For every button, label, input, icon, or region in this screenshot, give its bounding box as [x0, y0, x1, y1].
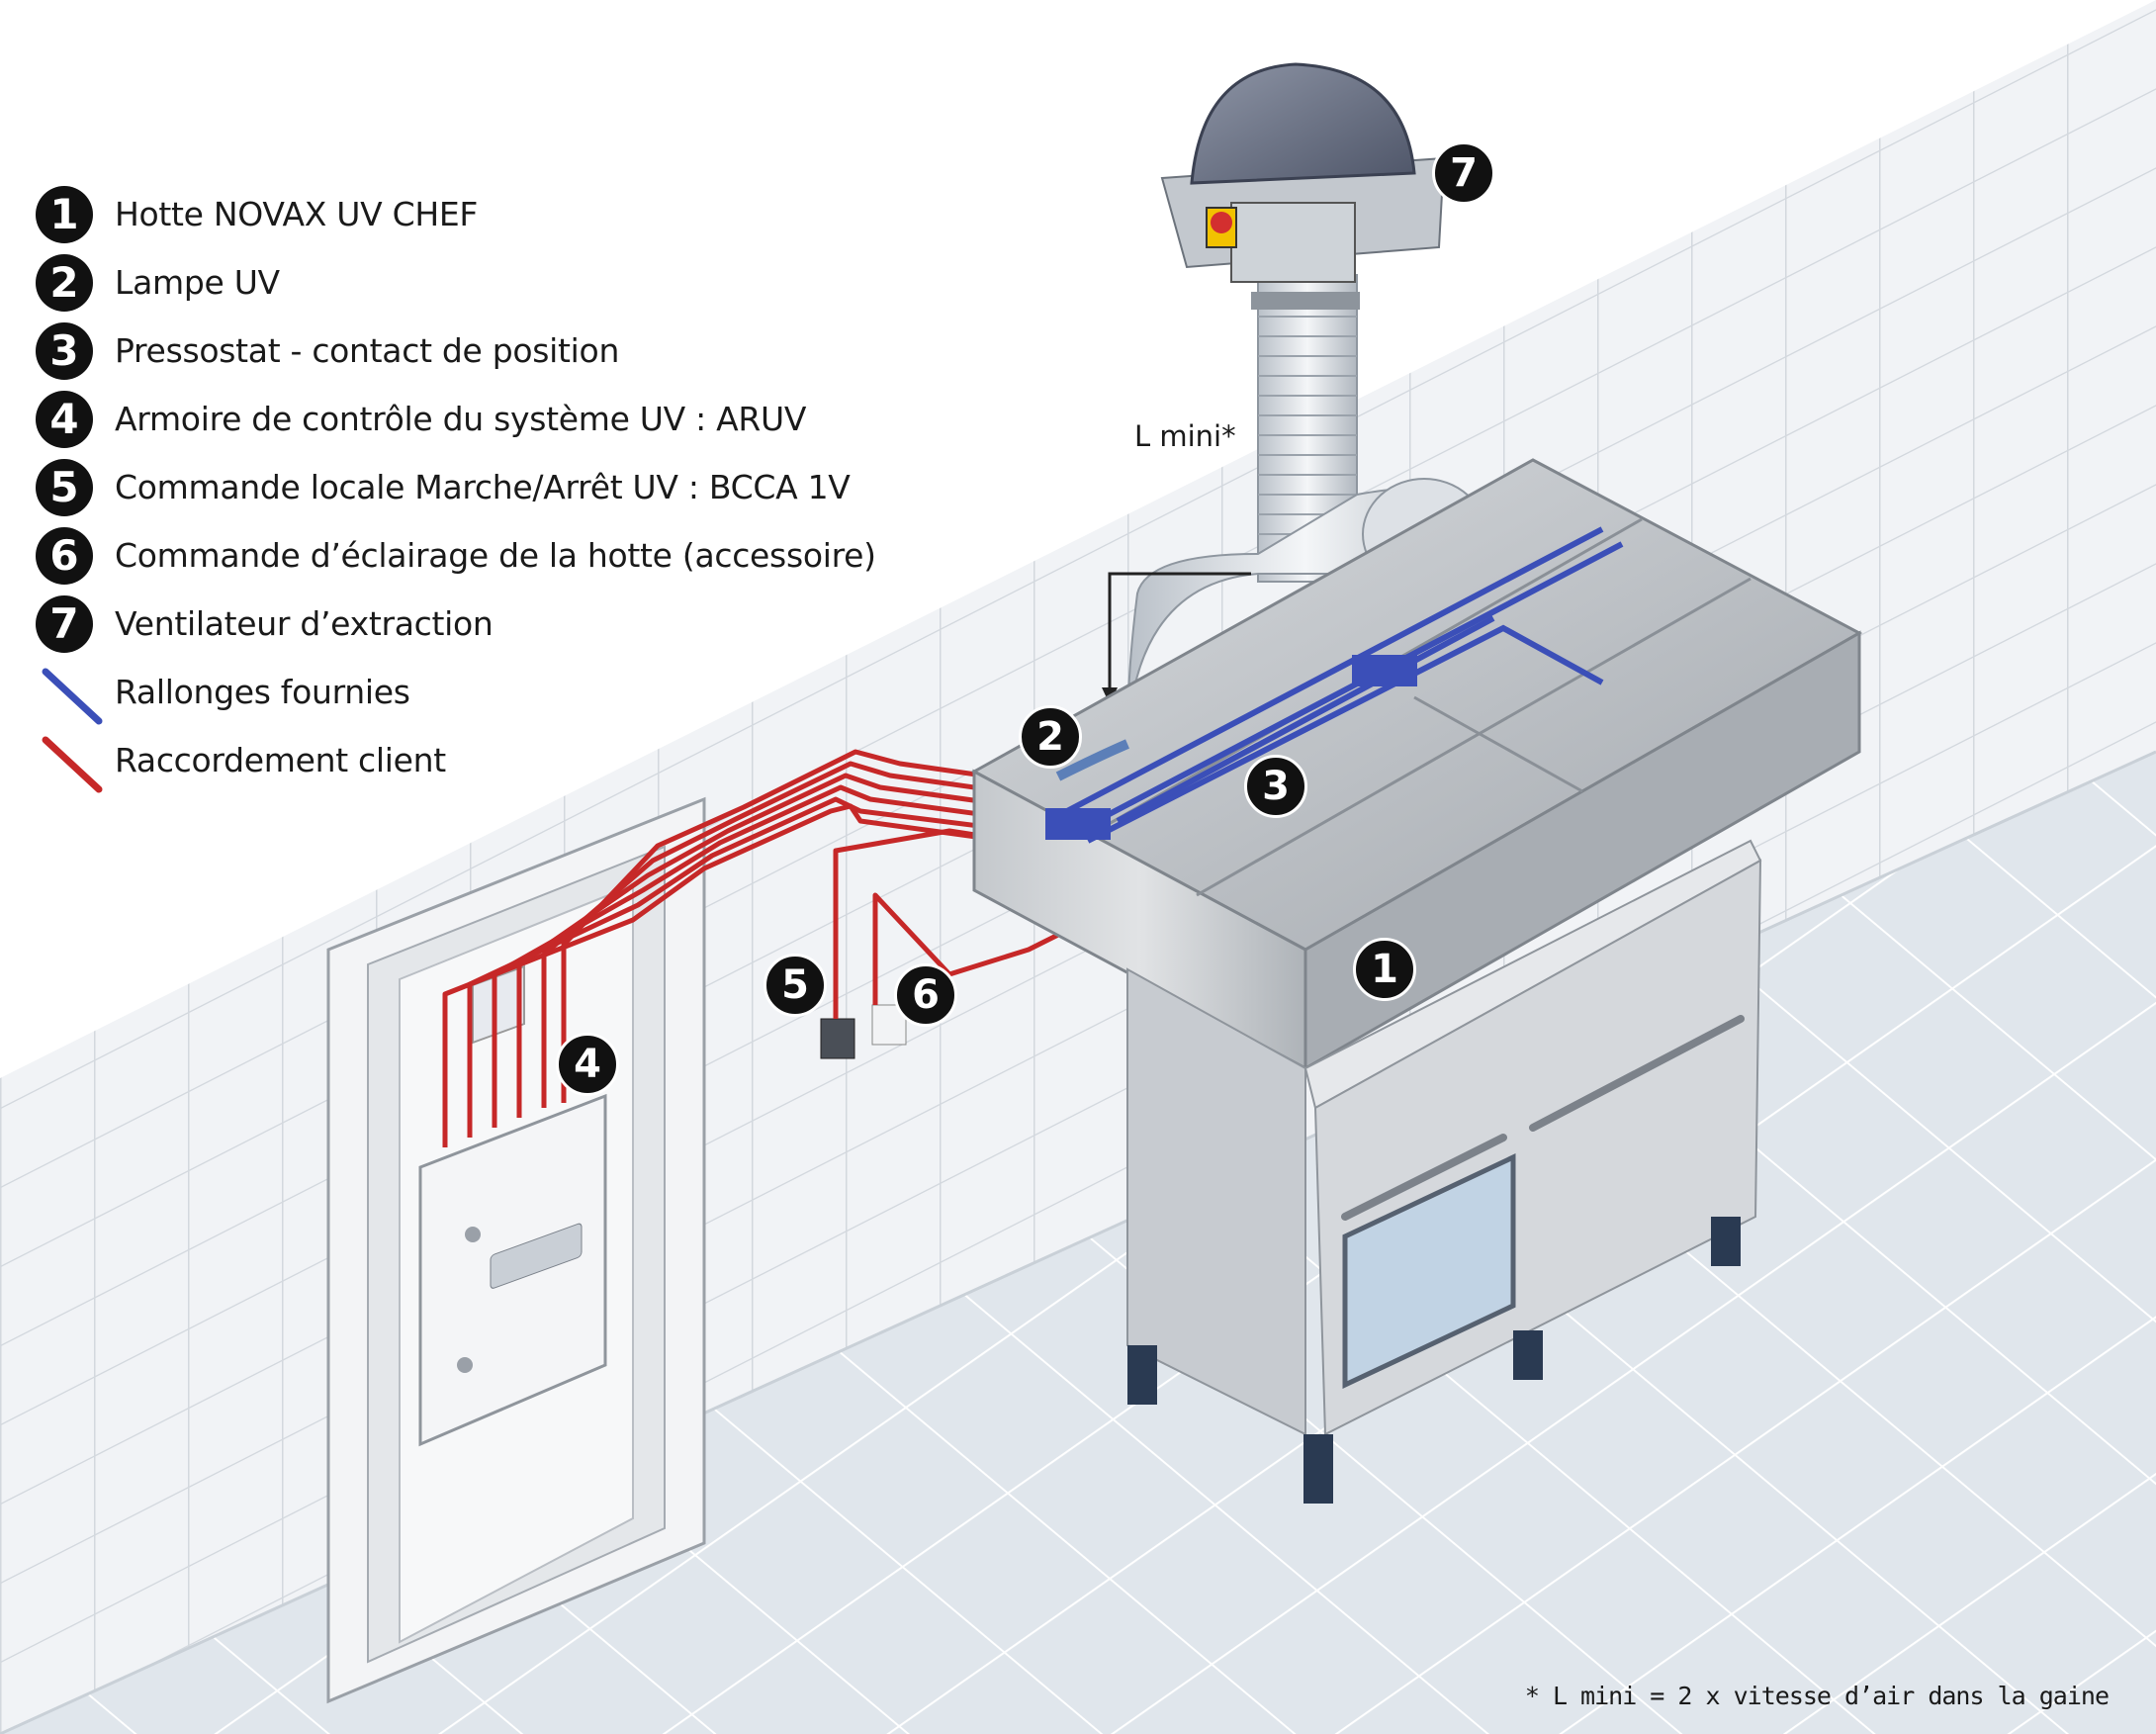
callout-uv-lamp: 2 [1019, 705, 1082, 769]
legend-label: Commande locale Marche/Arrêt UV : BCCA 1… [115, 468, 851, 506]
legend-number-badge: 5 [36, 459, 93, 516]
uv-lamp [1055, 739, 1129, 781]
legend-number-badge: 6 [36, 527, 93, 585]
legend-label: Armoire de contrôle du système UV : ARUV [115, 400, 807, 438]
supplied-extensions [1045, 526, 1624, 844]
dimension-arrow [1108, 572, 1251, 692]
callout-hood: 1 [1353, 938, 1416, 1001]
legend-number-badge: 7 [36, 595, 93, 653]
red-line-swatch [42, 736, 103, 793]
local-switch-bcca [820, 1018, 855, 1059]
hood-novax-uv-chef [970, 458, 1863, 1071]
callout-control-cabinet: 4 [556, 1033, 619, 1096]
legend-label: Commande d’éclairage de la hotte (access… [115, 536, 876, 575]
control-cabinet-aruv [418, 964, 607, 1447]
legend-number-badge: 1 [36, 186, 93, 243]
legend-label: Rallonges fournies [115, 673, 410, 711]
legend-label: Pressostat - contact de position [115, 331, 620, 370]
legend-label: Lampe UV [115, 263, 280, 302]
legend-number-badge: 4 [36, 391, 93, 448]
extraction-fan [1160, 62, 1446, 310]
legend-label: Ventilateur d’extraction [115, 604, 494, 643]
dimension-label: L mini* [1134, 419, 1236, 453]
legend-number-badge: 3 [36, 322, 93, 380]
legend-number-badge: 2 [36, 254, 93, 312]
cooking-range [1126, 839, 1762, 1504]
legend-label: Hotte NOVAX UV CHEF [115, 195, 479, 233]
blue-line-swatch [42, 668, 103, 725]
callout-pressostat: 3 [1244, 755, 1307, 818]
callout-lighting-switch: 6 [894, 963, 957, 1027]
footnote: * L mini = 2 x vitesse d’air dans la gai… [1524, 1682, 2110, 1710]
legend-label: Raccordement client [115, 741, 446, 779]
callout-local-switch: 5 [764, 954, 827, 1017]
callout-fan: 7 [1432, 141, 1495, 205]
